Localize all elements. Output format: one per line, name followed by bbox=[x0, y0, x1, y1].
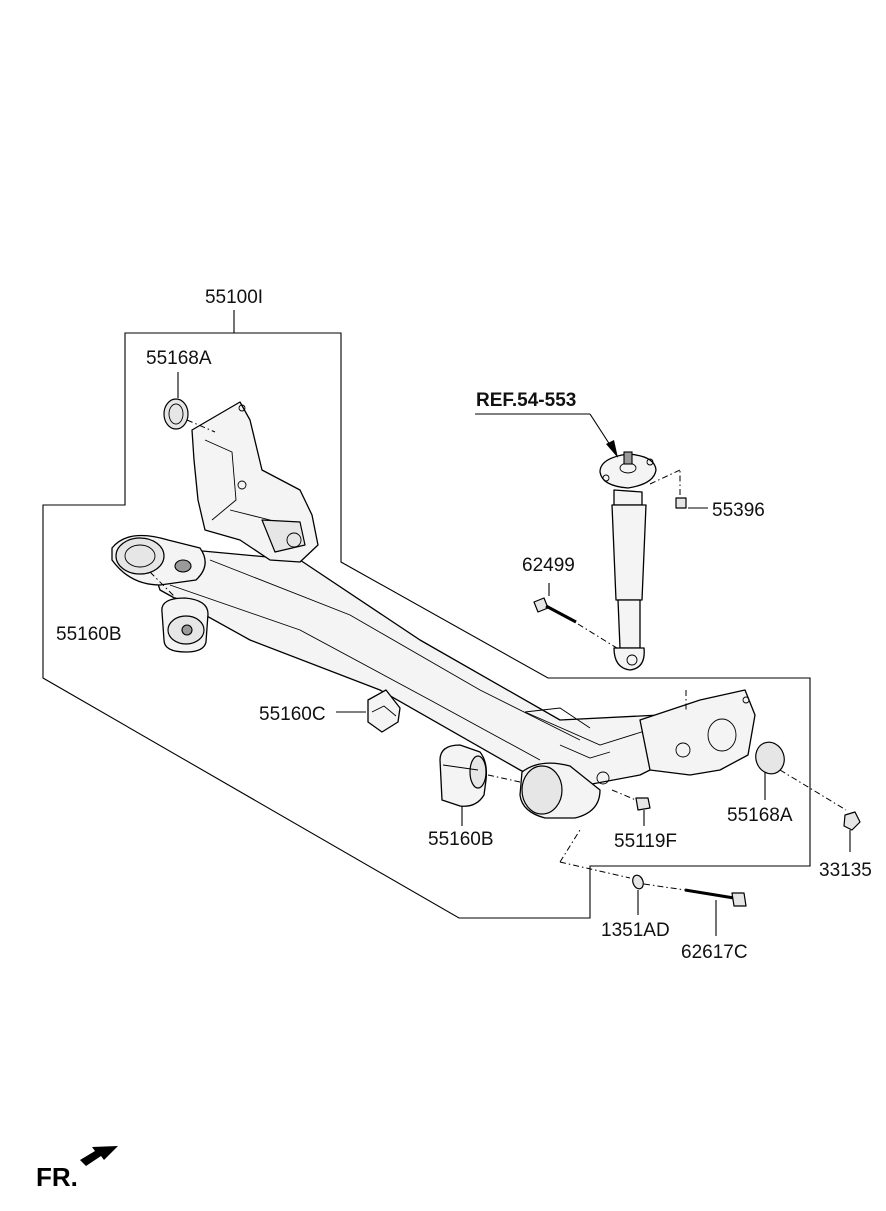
ref-label: REF.54-553 bbox=[476, 390, 576, 411]
bolt-62617C bbox=[559, 829, 747, 936]
part-label-1351AD: 1351AD bbox=[601, 920, 670, 941]
part-label-62499: 62499 bbox=[522, 555, 575, 576]
front-arrow-icon bbox=[80, 1146, 118, 1166]
part-label-55168A-left: 55168A bbox=[146, 348, 212, 369]
part-label-33135: 33135 bbox=[819, 860, 872, 881]
dust-cap-left bbox=[163, 372, 216, 433]
front-direction-indicator: FR. bbox=[36, 1146, 118, 1192]
bump-stopper bbox=[367, 689, 401, 733]
torsion-beam-axle bbox=[111, 401, 756, 819]
assembly-label: 55100I bbox=[205, 287, 263, 308]
dust-cap-right bbox=[755, 741, 847, 811]
nut-33135 bbox=[843, 811, 861, 852]
part-label-55160C: 55160C bbox=[259, 704, 326, 725]
bolt-62499 bbox=[533, 583, 621, 651]
part-label-55119F: 55119F bbox=[614, 831, 677, 852]
part-label-55160B-center: 55160B bbox=[428, 829, 494, 850]
bushing-center bbox=[439, 744, 521, 807]
front-label: FR. bbox=[36, 1162, 78, 1192]
part-label-55168A-right: 55168A bbox=[727, 805, 793, 826]
bushing-left bbox=[149, 571, 209, 653]
bolt-55119F bbox=[611, 789, 651, 826]
part-label-55396: 55396 bbox=[712, 500, 765, 521]
assembly-boundary bbox=[42, 310, 811, 919]
part-label-55160B-left: 55160B bbox=[56, 624, 122, 645]
shock-absorber bbox=[475, 413, 708, 710]
part-label-62617C: 62617C bbox=[681, 942, 748, 963]
